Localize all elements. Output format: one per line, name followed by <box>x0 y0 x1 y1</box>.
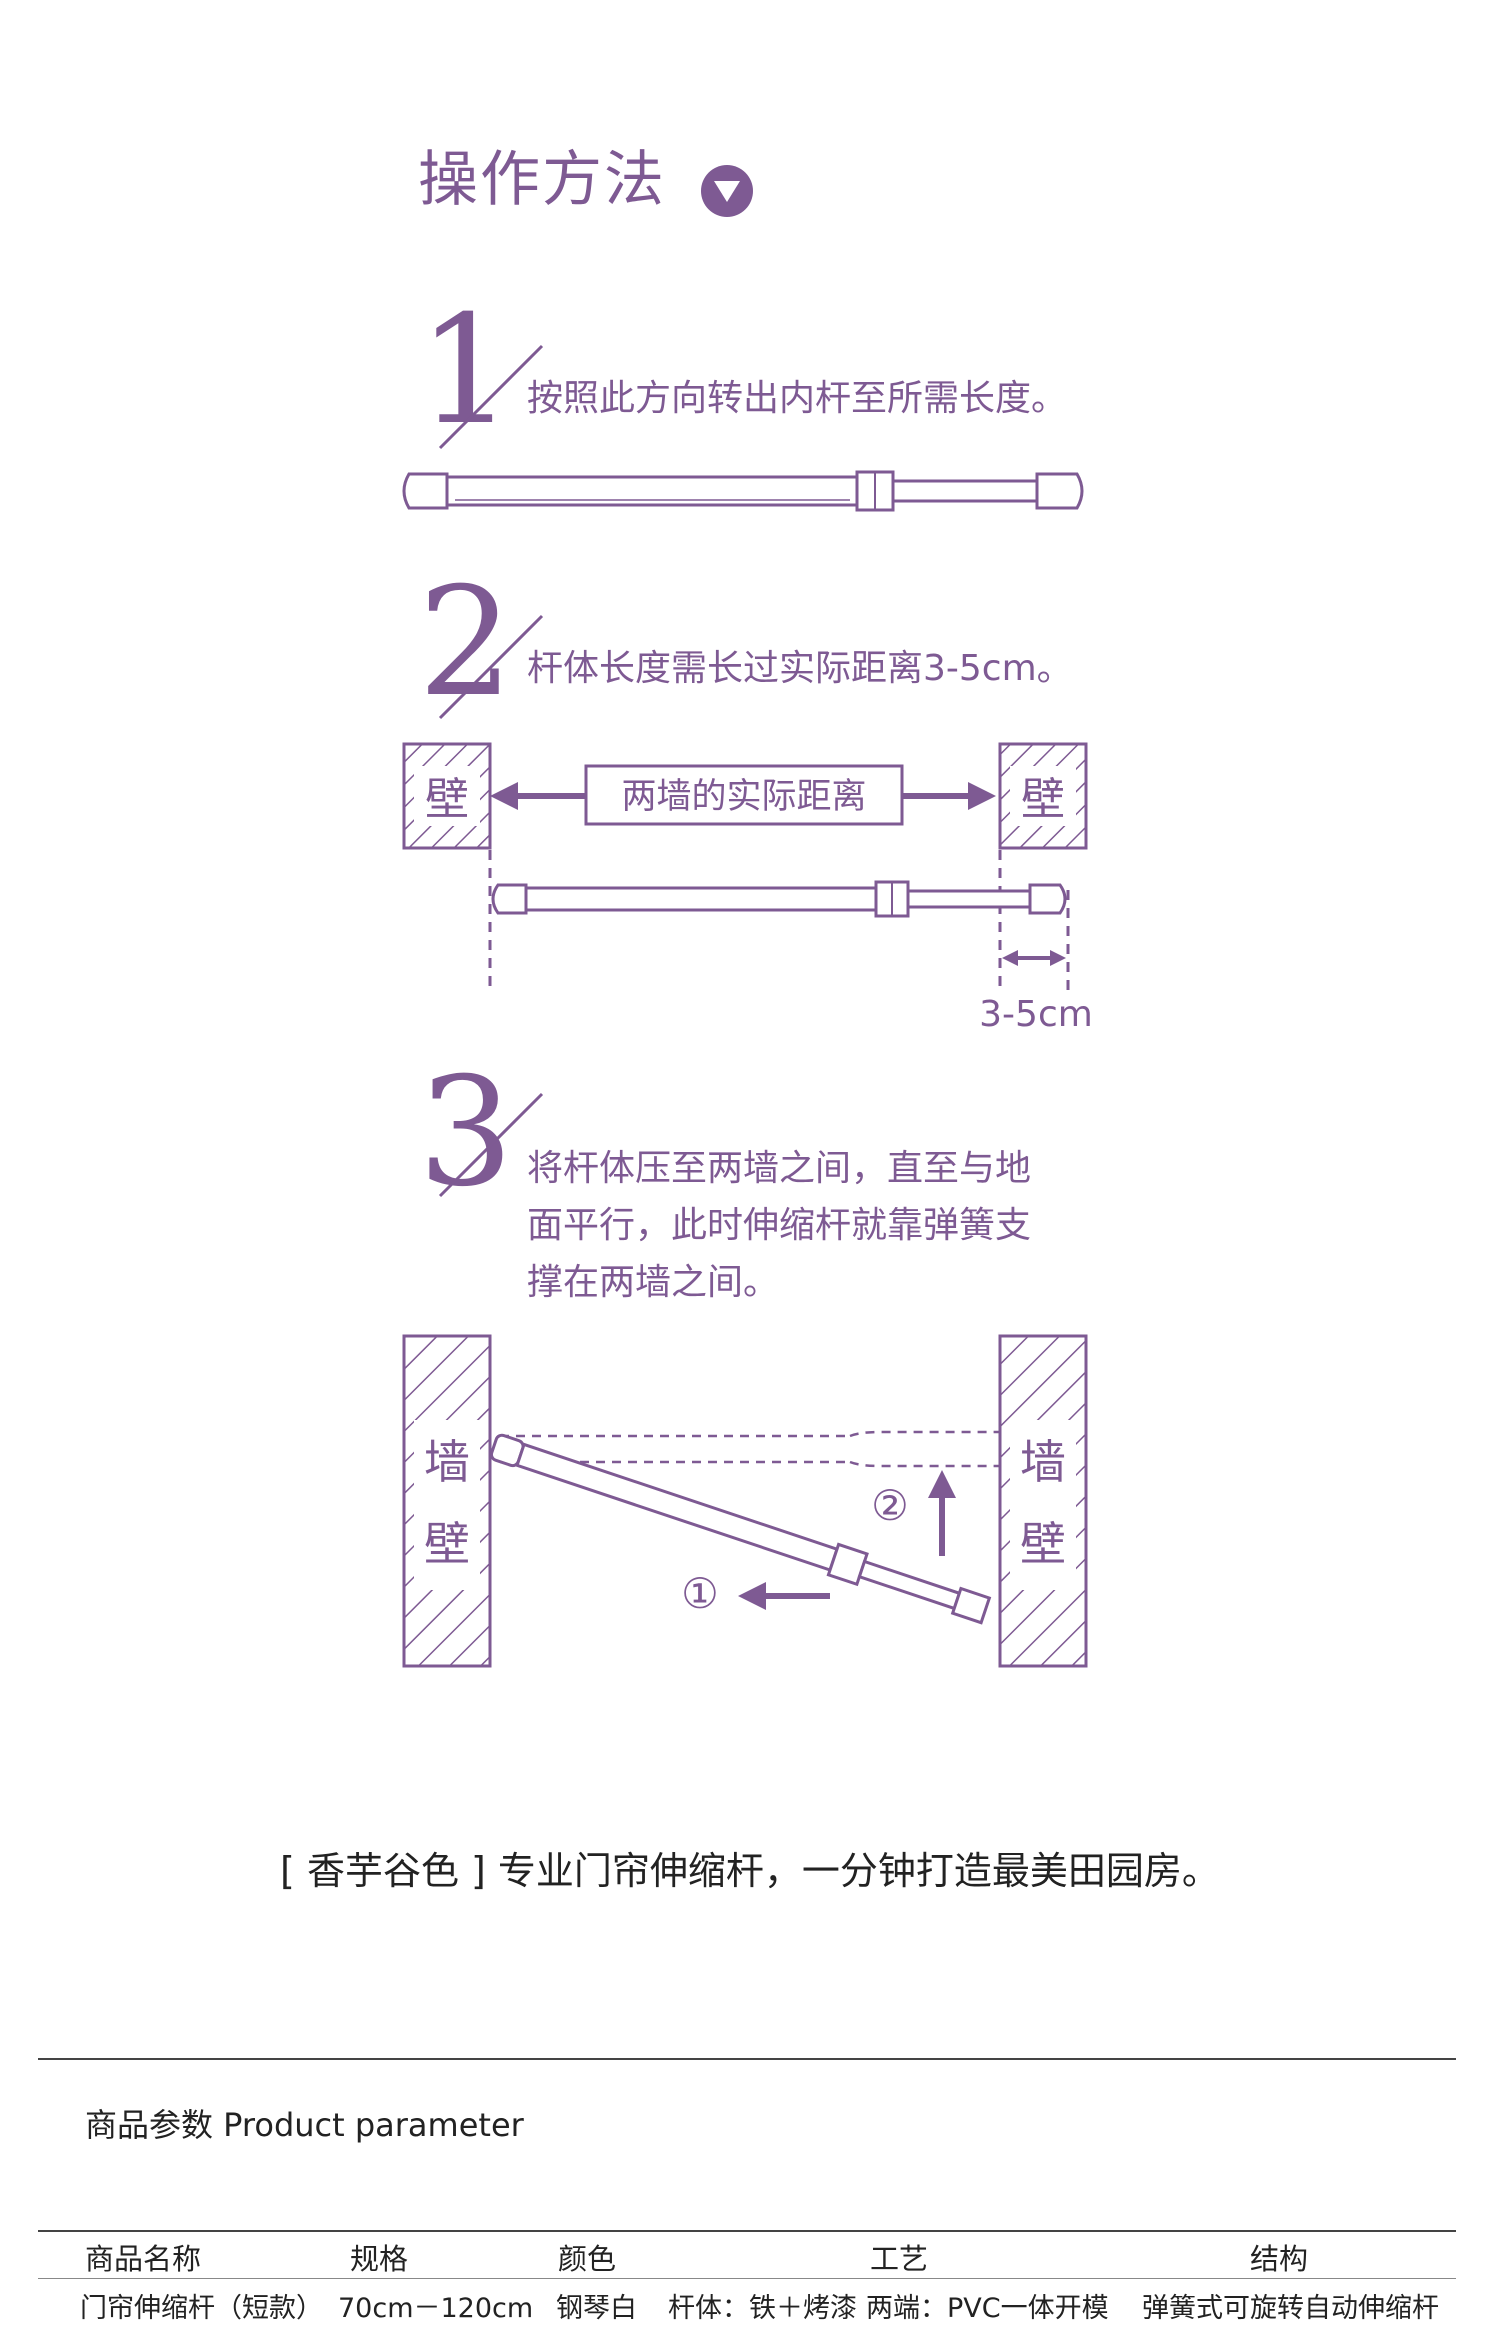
left-wall-label-top: 墙 <box>424 1435 470 1489</box>
header-color: 颜色 <box>558 2242 617 2276</box>
install-diagram: 墙 壁 墙 壁 ① ② <box>402 1334 1088 1668</box>
step-marker-1: ① <box>681 1569 719 1618</box>
step-3-line-3: 撑在两墙之间。 <box>527 1262 780 1303</box>
left-wall-label-bottom: 壁 <box>424 1517 470 1571</box>
step-marker-2: ② <box>871 1481 909 1530</box>
step-3-line-2: 面平行，此时伸缩杆就靠弹簧支 <box>527 1205 1032 1246</box>
step-1-text: 按照此方向转出内杆至所需长度。 <box>527 378 1068 419</box>
section-divider <box>38 2058 1456 2060</box>
overhang-label: 3-5cm <box>979 994 1093 1035</box>
page-title-text: 操作方法 <box>418 145 666 215</box>
right-wall-label-top: 墙 <box>1020 1435 1066 1489</box>
cell-color: 钢琴白 <box>556 2293 637 2324</box>
left-wall-label: 壁 <box>425 774 469 825</box>
distance-label: 两墙的实际距离 <box>621 777 866 817</box>
slogan: [ 香芋谷色 ] 专业门帘伸缩杆，一分钟打造最美田园房。 <box>280 1849 1220 1893</box>
step-3-line-1: 将杆体压至两墙之间，直至与地 <box>527 1148 1032 1189</box>
section-label: 商品参数 Product parameter <box>85 2106 524 2144</box>
header-product-name: 商品名称 <box>85 2242 202 2276</box>
step-3-slash <box>438 1092 544 1198</box>
tension-rod-diagram-1 <box>402 470 1084 512</box>
wall-distance-diagram: 壁 壁 两墙的实际距离 3-5cm <box>402 742 1093 1035</box>
header-structure: 结构 <box>1250 2242 1309 2276</box>
cell-structure: 弹簧式可旋转自动伸缩杆 <box>1142 2293 1439 2324</box>
step-2-slash <box>438 614 544 720</box>
cell-craft-body: 杆体：铁＋烤漆 <box>668 2293 857 2324</box>
header-spec: 规格 <box>350 2242 409 2276</box>
header-craft: 工艺 <box>870 2242 929 2276</box>
triangle-down-circle-icon <box>701 165 753 217</box>
right-wall-label-bottom: 壁 <box>1020 1517 1066 1571</box>
step-2-text: 杆体长度需长过实际距离3-5cm。 <box>527 648 1073 689</box>
right-wall-label: 壁 <box>1021 774 1065 825</box>
step-3-text: 将杆体压至两墙之间，直至与地 面平行，此时伸缩杆就靠弹簧支 撑在两墙之间。 <box>527 1140 1031 1311</box>
table-header-rule <box>38 2278 1456 2279</box>
cell-spec: 70cm－120cm <box>338 2293 534 2324</box>
table-top-rule <box>38 2230 1456 2232</box>
step-1-slash <box>438 344 544 450</box>
cell-product-name: 门帘伸缩杆（短款） <box>80 2293 323 2324</box>
cell-craft-ends: 两端：PVC一体开模 <box>866 2293 1109 2324</box>
page-title: 操作方法 <box>418 150 666 210</box>
step-3-number: 3 <box>418 1046 514 1220</box>
